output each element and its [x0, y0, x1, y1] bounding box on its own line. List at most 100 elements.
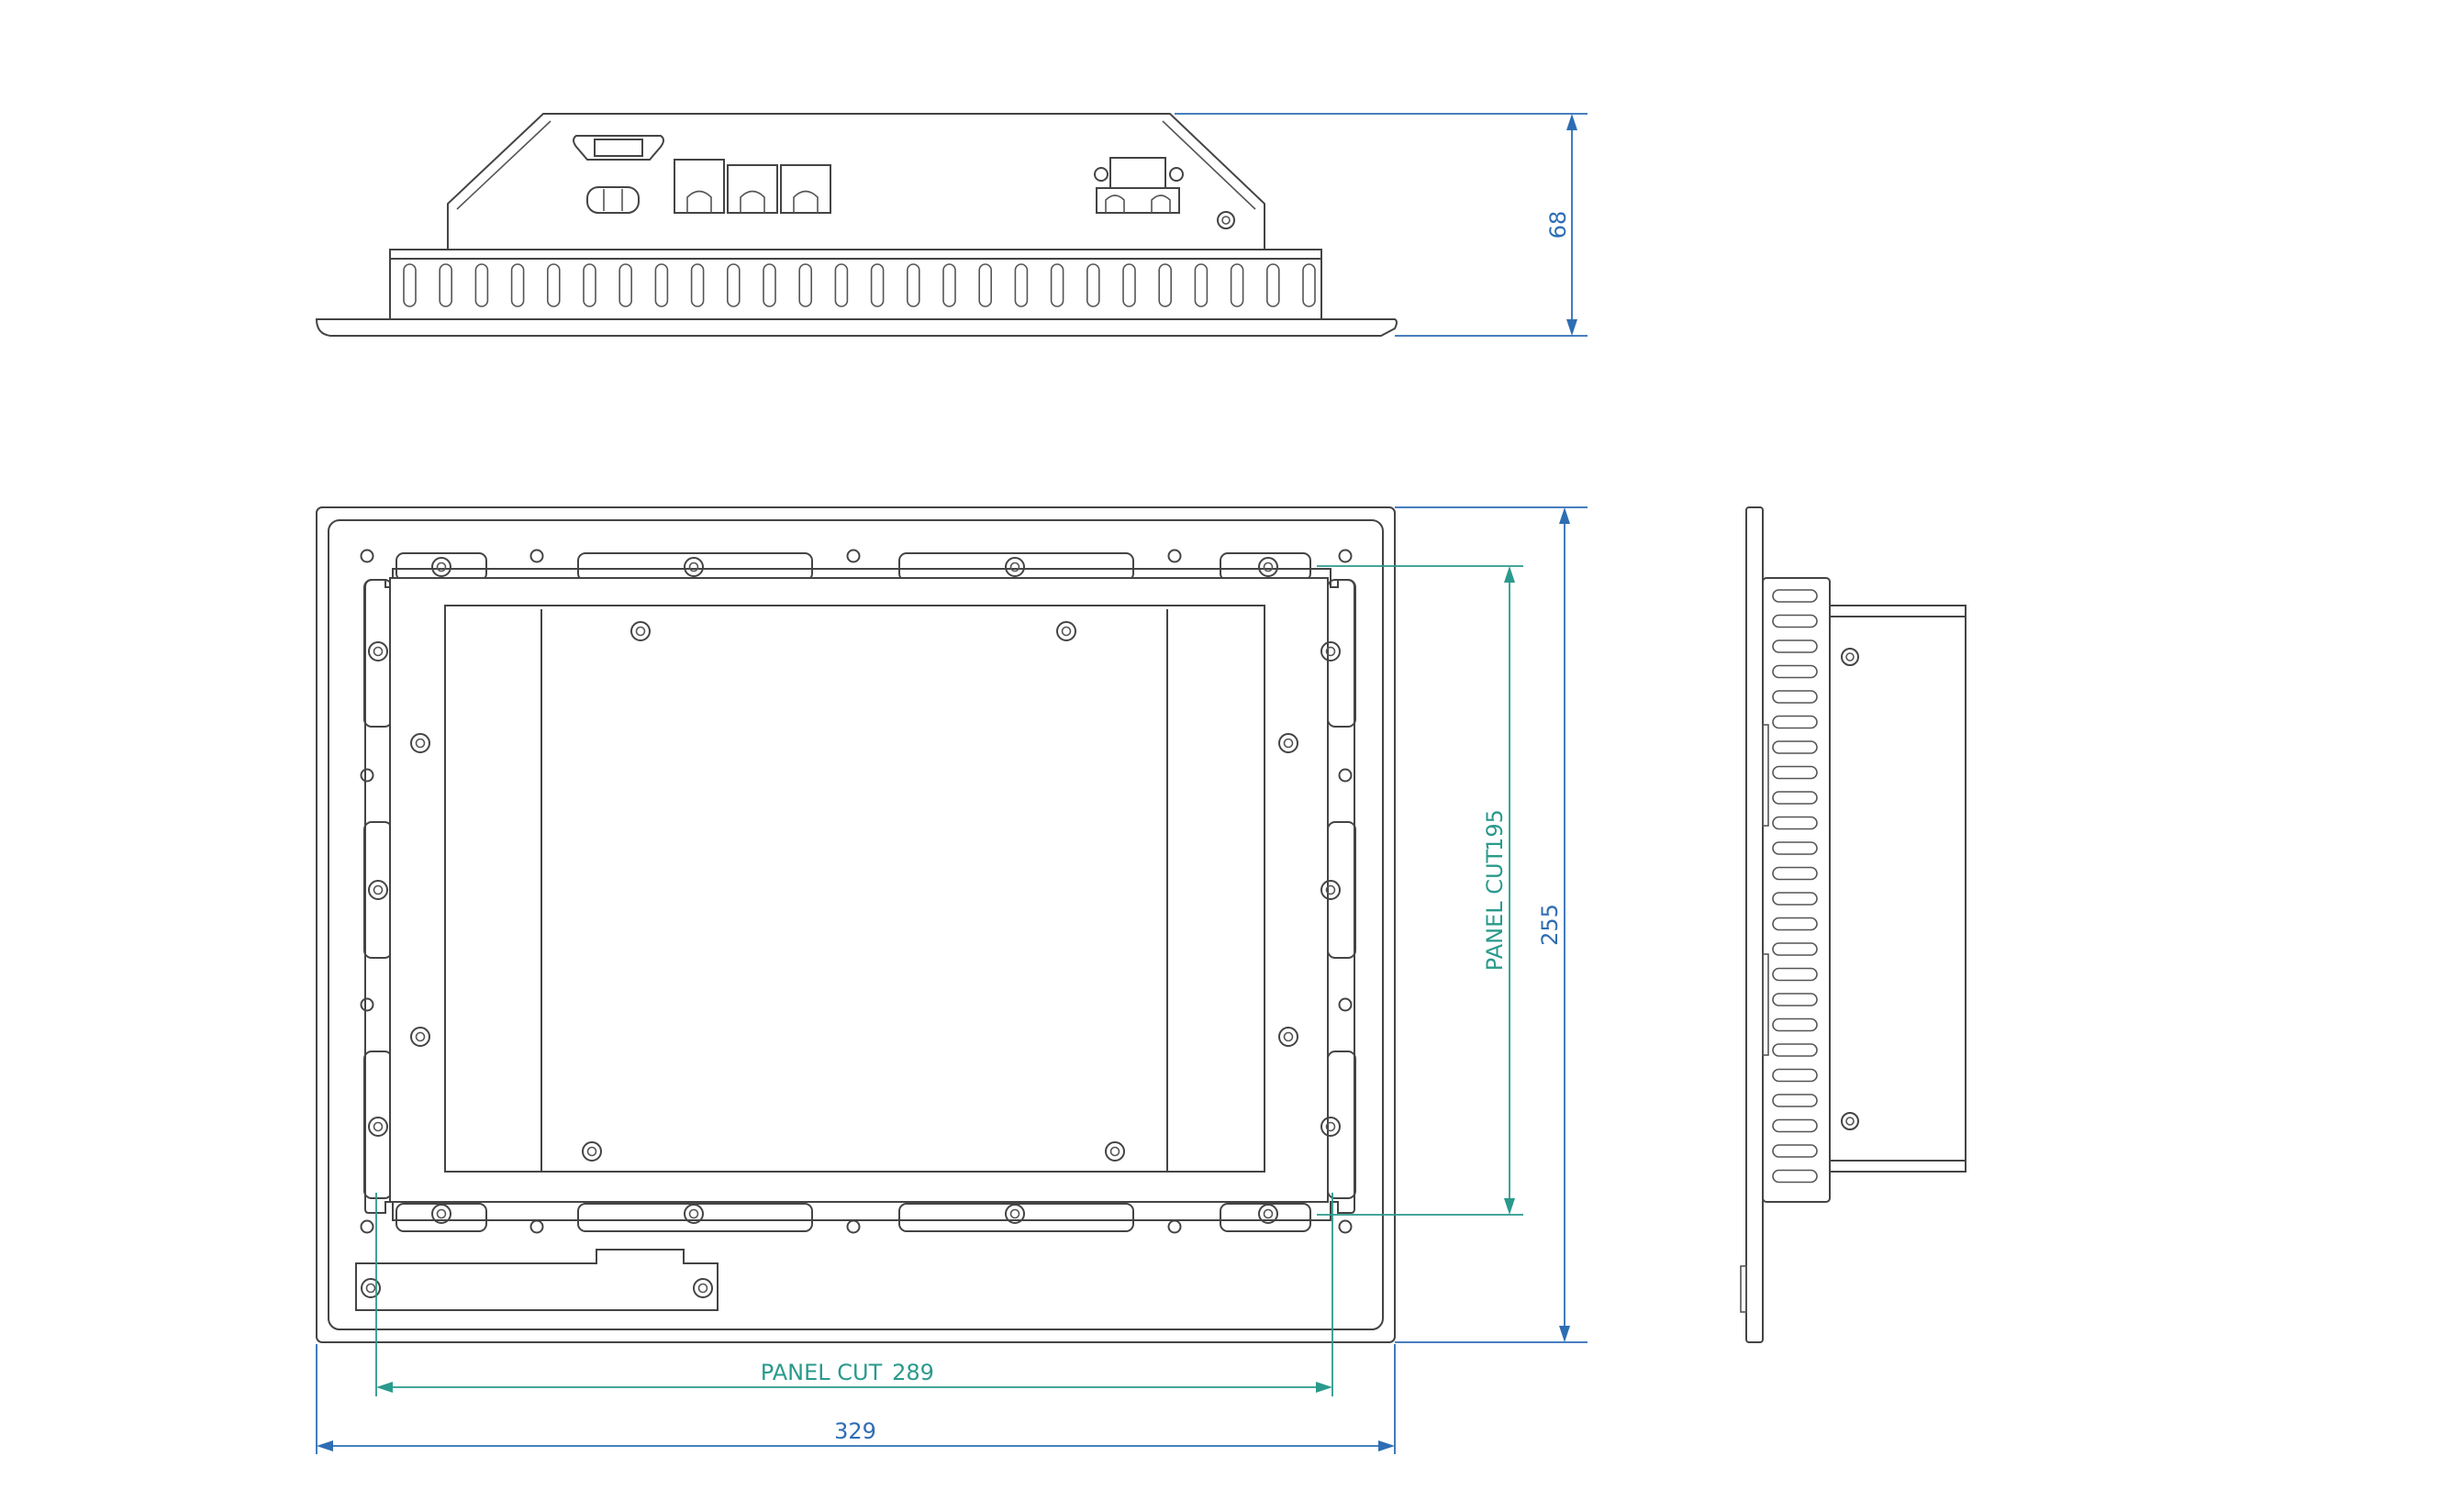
vent-slot [1772, 690, 1818, 704]
screw-icon [1278, 1027, 1298, 1047]
screw-icon [361, 1278, 381, 1298]
side-view-vent-slots [1772, 589, 1818, 1184]
back-view-frame-inner [328, 519, 1384, 1330]
screw-icon [368, 880, 388, 900]
vent-slot [1772, 715, 1818, 729]
vent-slot [1772, 1043, 1818, 1057]
mount-hole [1338, 1219, 1353, 1234]
screw-center [373, 884, 384, 895]
top-view-vent-slots [403, 263, 1316, 307]
screw-center [688, 1208, 699, 1219]
vent-slot [1772, 1017, 1818, 1032]
screw-icon [1320, 1117, 1341, 1137]
screw-center [365, 1283, 376, 1294]
screw-icon [1005, 557, 1025, 577]
screw-center [436, 561, 447, 573]
vent-slot [546, 263, 561, 307]
vent-slot [1772, 1068, 1818, 1083]
vent-slot [1772, 664, 1818, 679]
screw-center [1263, 561, 1274, 573]
screw-icon [1258, 557, 1278, 577]
screw-center [373, 1121, 384, 1132]
panel-cut-height-label: PANEL CUT [1482, 849, 1508, 971]
vent-slot [403, 263, 417, 307]
vent-slot [1772, 1094, 1818, 1107]
panel-cut-width-dimension: PANEL CUT 289 [375, 1193, 1333, 1396]
top-view-height-dimension: 68 [1175, 113, 1588, 337]
vent-slot [1772, 1169, 1818, 1184]
dim-height-255: 255 [1537, 904, 1563, 946]
vent-slot [1302, 263, 1316, 307]
vent-slot [690, 263, 705, 307]
screw-icon [410, 733, 430, 753]
vent-slot [1772, 765, 1818, 780]
vent-slot [1772, 993, 1818, 1006]
vent-slot [1772, 639, 1818, 653]
screw-icon [1320, 880, 1341, 900]
screw-icon [368, 1117, 388, 1137]
vent-slot [726, 263, 741, 307]
vent-slot [654, 263, 669, 307]
top-view-housing [389, 249, 1322, 320]
vent-slot [583, 263, 596, 307]
vent-slot [1772, 1144, 1818, 1158]
screw-center [688, 561, 699, 573]
screw-center [373, 646, 384, 657]
screw-icon [1105, 1141, 1125, 1162]
panel-cut-height-dimension: PANEL CUT 195 [1317, 565, 1523, 1216]
side-view-screw-bottom [1841, 1112, 1859, 1130]
back-view-screws [361, 557, 1341, 1298]
screw-icon [684, 557, 704, 577]
vent-slot [1772, 917, 1818, 931]
mount-hole [360, 549, 374, 563]
vent-slot [1014, 263, 1029, 307]
screw-center [436, 1208, 447, 1219]
back-view-housing [444, 605, 1265, 1173]
back-view-clip-bottom-4 [1220, 1203, 1311, 1232]
screw-icon [1320, 641, 1341, 662]
overall-height-dimension: 255 [1395, 506, 1588, 1343]
vent-slot [1772, 1118, 1818, 1133]
screw-icon [684, 1204, 704, 1224]
vent-slot [1050, 263, 1064, 307]
side-view [1740, 506, 1966, 1343]
back-view-clip-bottom-2 [577, 1203, 813, 1232]
vent-slot [906, 263, 920, 307]
top-view-rj45-ports [674, 159, 831, 214]
screw-icon [368, 641, 388, 662]
vent-slot [763, 263, 776, 307]
screw-center [586, 1146, 597, 1157]
screw-center [1283, 738, 1294, 749]
screw-icon [431, 1204, 451, 1224]
vent-slot [474, 263, 489, 307]
mount-hole [360, 997, 374, 1012]
vent-slot [1772, 589, 1818, 603]
vent-slot [798, 263, 813, 307]
vent-slot [1772, 614, 1818, 628]
back-view-io-bracket [355, 1249, 719, 1311]
screw-icon [630, 621, 651, 641]
screw-center [1283, 1031, 1294, 1042]
screw-center [1325, 884, 1336, 895]
top-view [315, 113, 1398, 337]
vent-slot [1772, 866, 1818, 881]
panel-cut-width-value: 289 [892, 1360, 934, 1385]
dim-width-329: 329 [834, 1418, 876, 1444]
mount-hole [1167, 1219, 1182, 1234]
mount-hole [360, 768, 374, 783]
screw-center [1009, 1208, 1020, 1219]
vent-slot [1772, 942, 1818, 956]
vent-slot [1158, 263, 1172, 307]
vent-slot [978, 263, 992, 307]
vent-slot [870, 263, 885, 307]
vent-slot [1194, 263, 1209, 307]
mount-hole [1338, 549, 1353, 563]
vent-slot [1266, 263, 1280, 307]
panel-cut-width-label: PANEL CUT [761, 1360, 883, 1385]
top-view-power-jack [586, 186, 640, 214]
screw-center [1061, 626, 1072, 637]
vent-slot [618, 263, 633, 307]
screw-center [1109, 1146, 1120, 1157]
mount-hole [846, 1219, 861, 1234]
vent-slot [439, 263, 453, 307]
